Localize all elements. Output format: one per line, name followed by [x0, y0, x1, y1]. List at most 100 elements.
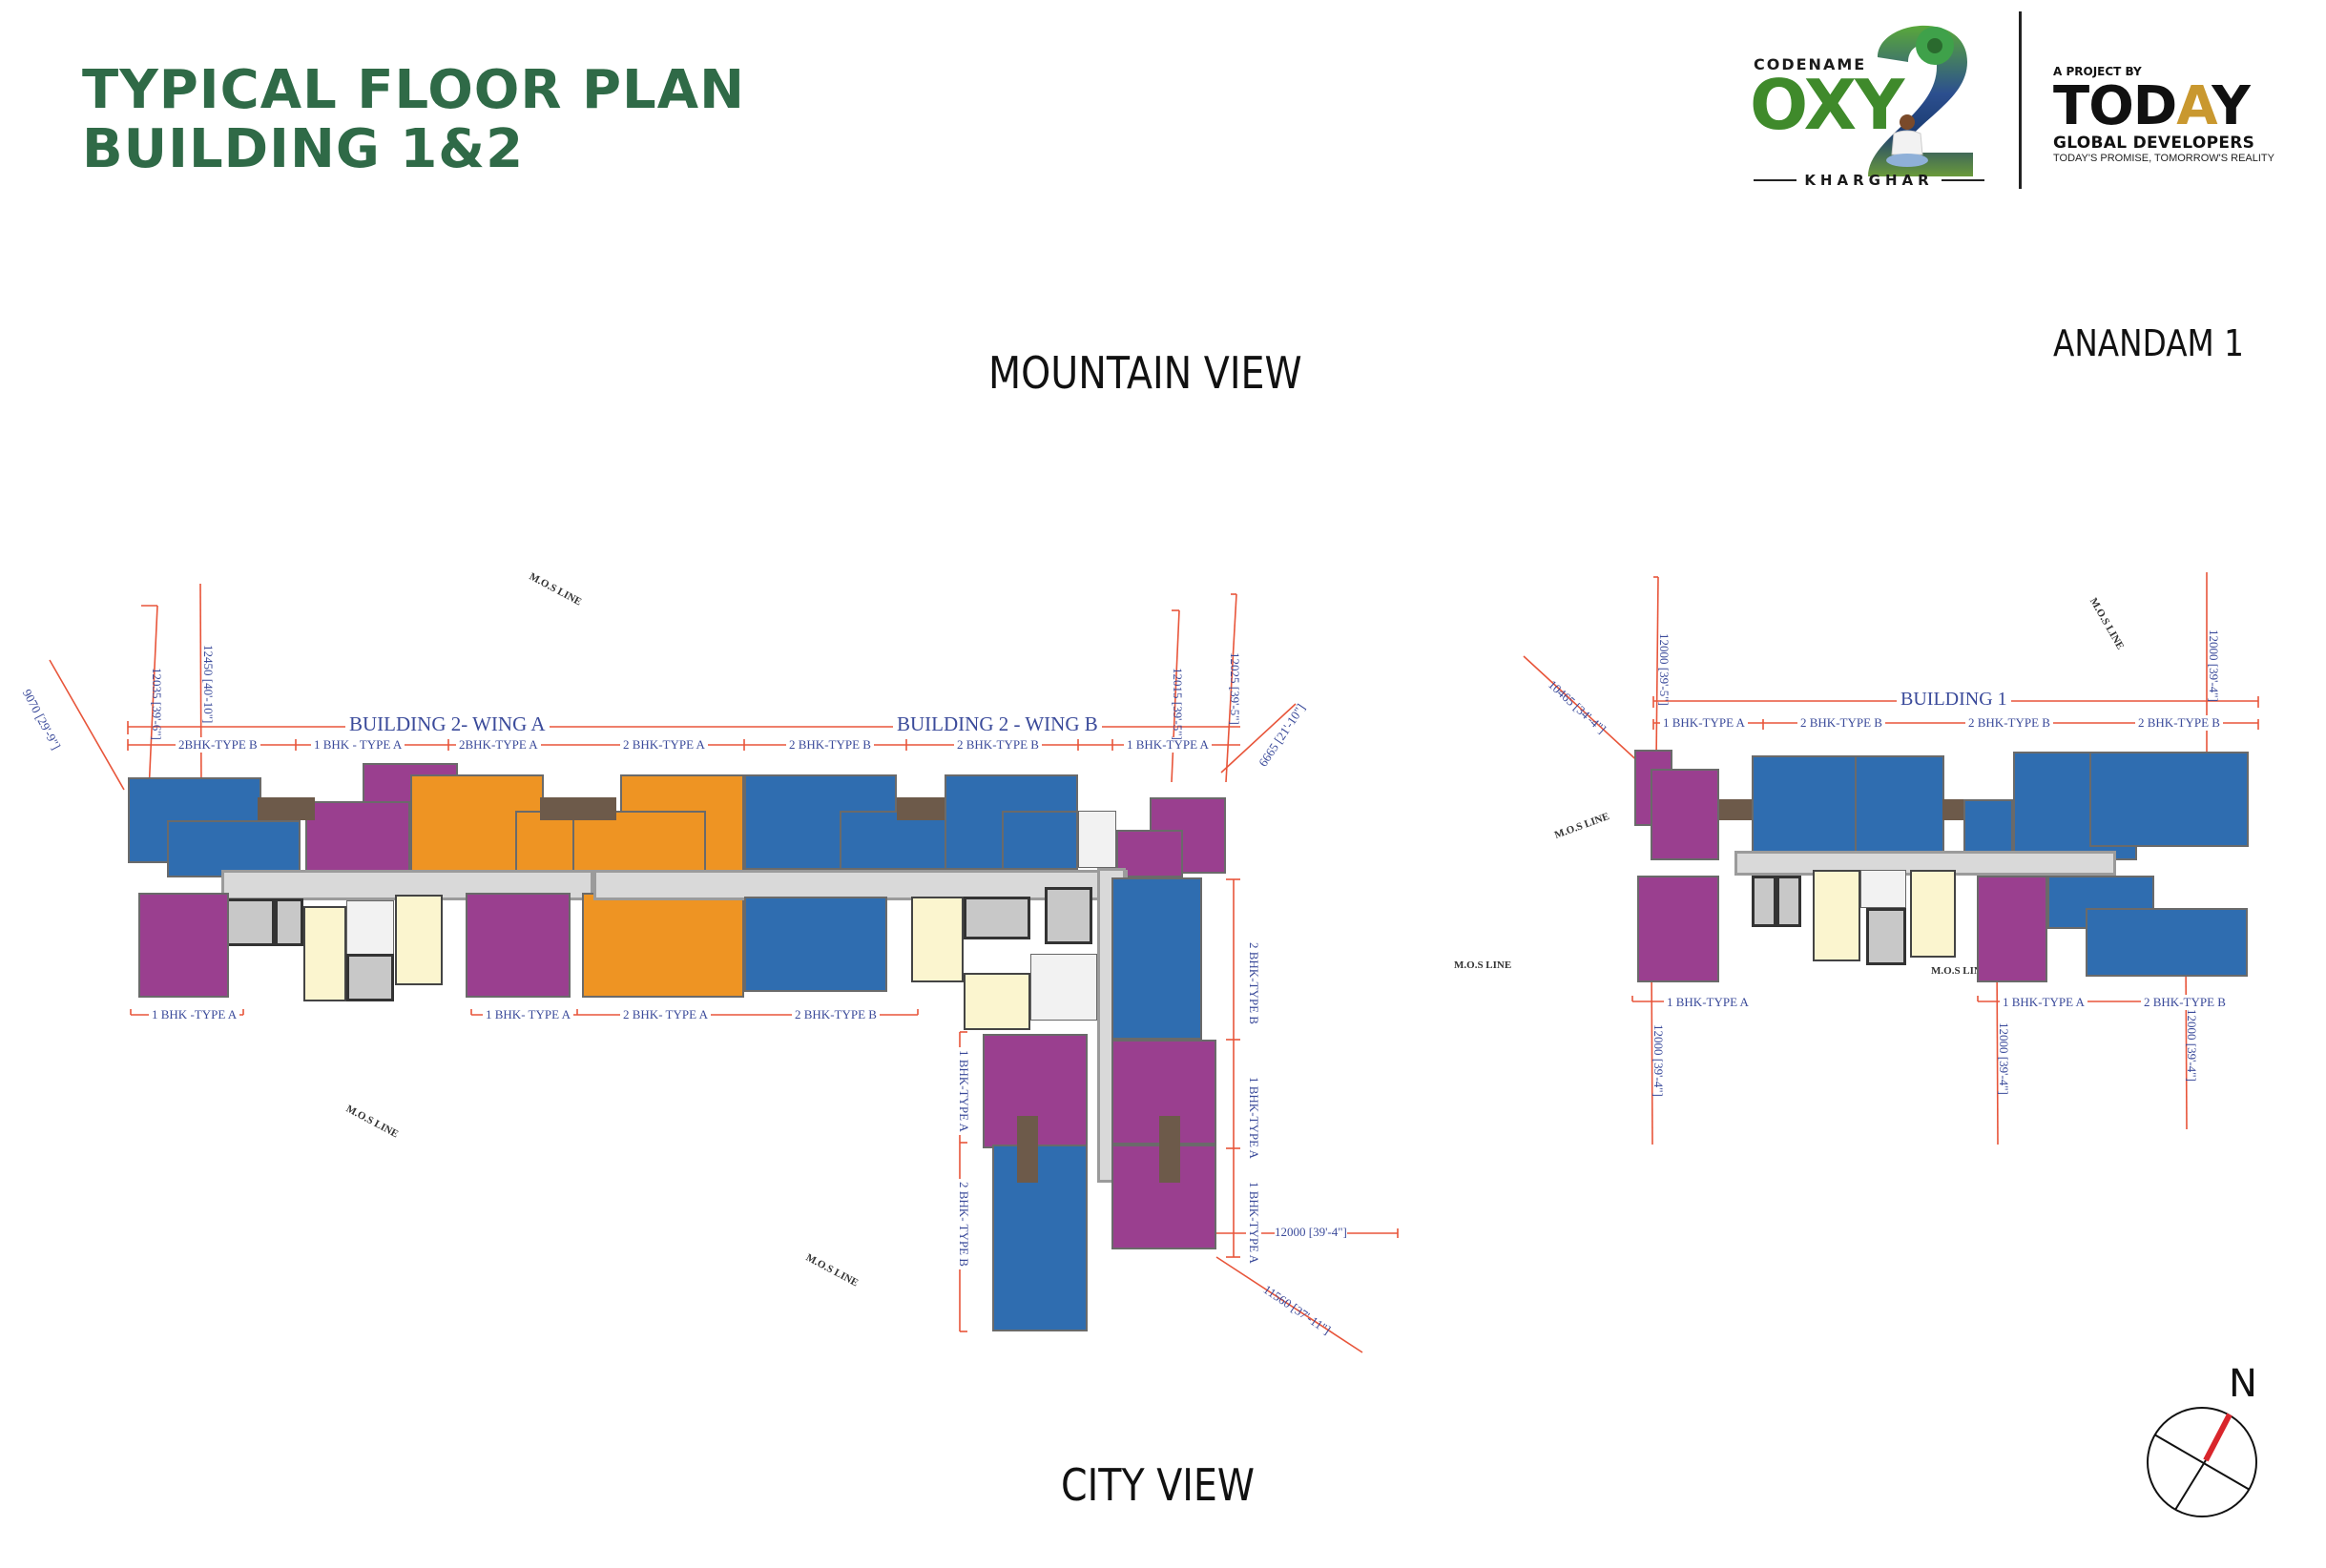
- unit-label: 2BHK-TYPE B: [176, 737, 260, 753]
- unit-2bhk-type-b: [992, 1145, 1088, 1331]
- brand-part-2: A: [2176, 75, 2212, 137]
- unit-2bhk-type-b: [2086, 908, 2248, 977]
- developer-brand: TODAY: [2053, 80, 2251, 134]
- dimension-text: 12015 [39'-5"]: [1171, 668, 1185, 740]
- unit-label: 2 BHK-TYPE B: [1246, 939, 1261, 1027]
- north-compass-icon: [2147, 1407, 2257, 1517]
- unit-2bhk-type-b: [1963, 799, 2013, 860]
- balcony: [897, 797, 945, 820]
- unit-label: 2 BHK-TYPE B: [792, 1007, 880, 1022]
- unit-1bhk-type-a: [466, 893, 571, 998]
- lift: [964, 897, 1030, 939]
- logo-oxy: OXY: [1750, 65, 1904, 145]
- unit-label: 1 BHK-TYPE A: [1660, 715, 1748, 731]
- wing-b-label: BUILDING 2 - WING B: [893, 712, 1102, 736]
- city-view-label: CITY VIEW: [1061, 1459, 1256, 1511]
- anandam-label: ANANDAM 1: [2053, 322, 2244, 364]
- unit-label: 1 BHK -TYPE A: [149, 1007, 240, 1022]
- unit-label: 2 BHK-TYPE B: [2135, 715, 2223, 731]
- balcony: [540, 797, 616, 820]
- unit-2bhk-type-b: [1855, 755, 1944, 860]
- logo-codename: CODENAME: [1754, 55, 1867, 73]
- unit-label: 2BHK-TYPE A: [456, 737, 541, 753]
- developer-tagline: TODAY'S PROMISE, TOMORROW'S REALITY: [2053, 153, 2274, 164]
- lift: [346, 954, 394, 1001]
- dimension-text: 12025 [39'-5"]: [1228, 652, 1242, 725]
- unit-1bhk-type-a: [1116, 830, 1183, 877]
- brand-part-3: Y: [2212, 75, 2251, 137]
- wing-a-label: BUILDING 2- WING A: [345, 712, 550, 736]
- unit-label: 2 BHK- TYPE B: [956, 1179, 971, 1269]
- unit-2bhk-type-b: [2089, 752, 2249, 847]
- lift: [1776, 876, 1801, 927]
- unit-1bhk-type-a: [305, 801, 410, 879]
- dimension-text: 12450 [40'-10"]: [201, 645, 216, 724]
- staircase: [1910, 870, 1956, 958]
- unit-label: 1 BHK-TYPE A: [1246, 1074, 1261, 1162]
- dimension-text: 12000 [39'-5"]: [1657, 633, 1672, 706]
- unit-1bhk-type-a: [1977, 876, 2047, 982]
- dimension-text: 12000 [39'-4"]: [2185, 1009, 2199, 1082]
- unit-2bhk-type-b: [167, 820, 301, 877]
- page-title: TYPICAL FLOOR PLAN BUILDING 1&2: [82, 61, 745, 179]
- developer-subtitle: GLOBAL DEVELOPERS: [2053, 134, 2255, 153]
- unit-label: 1 BHK-TYPE A: [2000, 995, 2087, 1010]
- unit-label: 1 BHK-TYPE A: [1246, 1179, 1261, 1267]
- unit-label: 1 BHK- TYPE A: [483, 1007, 573, 1022]
- service-lift: [1045, 887, 1092, 944]
- north-label: N: [2229, 1362, 2257, 1406]
- unit-label: 2 BHK-TYPE A: [620, 737, 708, 753]
- building-1-label: BUILDING 1: [1897, 689, 2011, 711]
- unit-2bhk-type-b: [1002, 811, 1078, 870]
- unit-label: 1 BHK-TYPE A: [956, 1047, 971, 1135]
- unit-2bhk-type-b: [744, 897, 887, 992]
- unit-1bhk-type-a: [1637, 876, 1719, 982]
- staircase: [1813, 870, 1860, 961]
- logo-location-text: KHARGHAR: [1804, 172, 1934, 189]
- unit-label: 2 BHK-TYPE B: [954, 737, 1042, 753]
- unit-label: 1 BHK - TYPE A: [311, 737, 405, 753]
- unit-2bhk-type-a: [572, 811, 706, 879]
- unit-1bhk-type-a: [1651, 769, 1719, 860]
- unit-1bhk-type-a: [138, 893, 229, 998]
- unit-2bhk-type-b: [1111, 877, 1202, 1040]
- lift: [1866, 908, 1906, 965]
- mos-line-label: M.O.S LINE: [1454, 959, 1512, 971]
- open-shaft: [1078, 811, 1116, 868]
- dimension-text: 12035 [39'-6"]: [150, 668, 164, 740]
- dimension-text: 12000 [39'-4"]: [1651, 1024, 1666, 1097]
- unit-2bhk-type-a: [582, 893, 744, 998]
- lift: [275, 898, 303, 946]
- logo-divider: [2019, 11, 2022, 189]
- unit-label: 2 BHK-TYPE B: [2141, 995, 2229, 1010]
- lift: [1752, 876, 1776, 927]
- unit-label: 1 BHK-TYPE A: [1124, 737, 1212, 753]
- unit-label: 2 BHK-TYPE B: [786, 737, 874, 753]
- unit-label: 2 BHK-TYPE B: [1797, 715, 1885, 731]
- balcony: [1159, 1116, 1180, 1183]
- developer-label: A PROJECT BY: [2053, 65, 2142, 78]
- balcony: [1017, 1116, 1038, 1183]
- lift: [225, 898, 275, 946]
- staircase: [303, 906, 346, 1001]
- dimension-text: 12000 [39'-4"]: [2207, 629, 2221, 702]
- unit-label: 2 BHK- TYPE A: [620, 1007, 711, 1022]
- logo-location: KHARGHAR: [1754, 172, 1984, 189]
- dimension-text: 12000 [39'-4"]: [1997, 1022, 2011, 1095]
- title-line-2: BUILDING 1&2: [82, 118, 525, 180]
- mos-line-label: M.O.S LINE: [1931, 965, 1989, 977]
- balcony: [258, 797, 315, 820]
- mountain-view-label: MOUNTAIN VIEW: [988, 347, 1302, 399]
- dimension-text: 12000 [39'-4"]: [1275, 1225, 1347, 1240]
- unit-label: 2 BHK-TYPE B: [1965, 715, 2053, 731]
- staircase: [964, 973, 1030, 1030]
- lobby: [1030, 954, 1097, 1021]
- meditating-woman-icon: [1884, 113, 1930, 168]
- staircase: [395, 895, 443, 985]
- staircase: [911, 897, 964, 982]
- unit-2bhk-type-b: [1752, 755, 1859, 860]
- title-line-1: TYPICAL FLOOR PLAN: [82, 59, 745, 121]
- lobby: [1860, 870, 1906, 908]
- brand-part-1: TOD: [2053, 75, 2177, 137]
